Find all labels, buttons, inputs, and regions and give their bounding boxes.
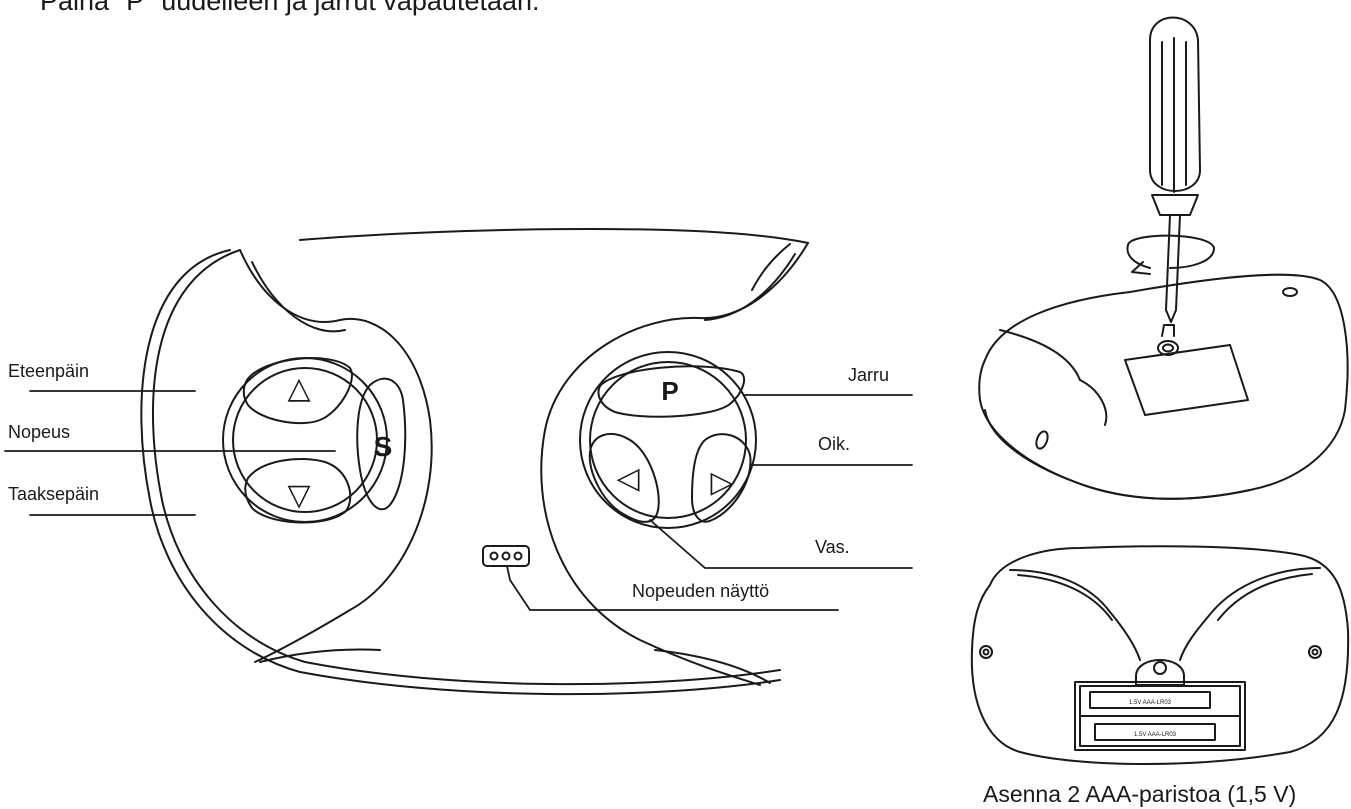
right-button-cluster bbox=[579, 351, 757, 529]
battery-label-bottom: 1.5V AAA-LR03 bbox=[1134, 732, 1177, 738]
screwdriver-illustration bbox=[1126, 16, 1215, 323]
button-glyphs: △ ▽ S P ◁ ▷ bbox=[287, 372, 733, 512]
leader-lines bbox=[4, 390, 913, 611]
left-button-cluster bbox=[222, 357, 407, 524]
label-speed-display: Nopeuden näyttö bbox=[632, 581, 769, 601]
label-forward: Eteenpäin bbox=[8, 361, 89, 381]
right-button-glyph[interactable]: ▷ bbox=[710, 466, 733, 499]
reverse-button-glyph[interactable]: ▽ bbox=[287, 479, 310, 512]
remote-back-tilted bbox=[978, 273, 1349, 500]
speed-display-window bbox=[482, 545, 530, 567]
label-reverse: Taaksepäin bbox=[8, 484, 99, 504]
battery-label-top: 1.5V AAA-LR03 bbox=[1129, 700, 1172, 706]
brake-p-button-glyph[interactable]: P bbox=[661, 376, 678, 406]
forward-button-glyph[interactable]: △ bbox=[287, 372, 310, 405]
label-left: Vas. bbox=[815, 537, 850, 557]
label-brake: Jarru bbox=[848, 365, 889, 385]
label-speed: Nopeus bbox=[8, 422, 70, 442]
left-button-glyph[interactable]: ◁ bbox=[616, 462, 639, 495]
callout-labels: Eteenpäin Nopeus Taaksepäin Jarru Oik. V… bbox=[8, 361, 1177, 738]
remote-back-flat bbox=[970, 545, 1350, 765]
label-right: Oik. bbox=[818, 434, 850, 454]
remote-body bbox=[140, 228, 809, 696]
instruction-text: Paina "P" uudelleen ja jarrut vapautetaa… bbox=[40, 0, 540, 16]
battery-caption: Asenna 2 AAA-paristoa (1,5 V) bbox=[983, 781, 1297, 807]
speed-s-button-glyph[interactable]: S bbox=[374, 431, 393, 462]
